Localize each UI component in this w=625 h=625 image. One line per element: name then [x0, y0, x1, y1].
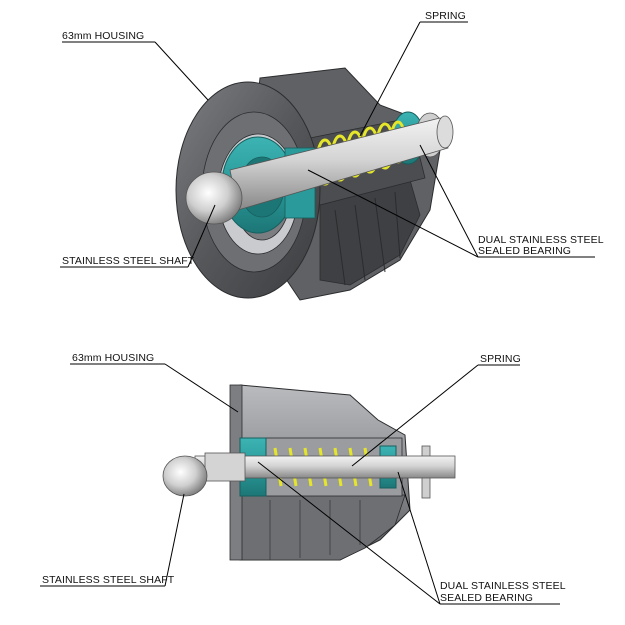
bottom-housing-label: 63mm HOUSING	[72, 352, 154, 364]
bottom-shaft	[162, 452, 456, 497]
bottom-bearing-label-line1: DUAL STAINLESS STEEL	[440, 580, 566, 592]
top-housing-label: 63mm HOUSING	[62, 30, 144, 42]
top-assembly	[175, 67, 454, 301]
top-shaft-label: STAINLESS STEEL SHAFT	[62, 255, 195, 267]
top-shaft	[185, 115, 454, 225]
bottom-bearing-label-line2: SEALED BEARING	[440, 592, 533, 604]
bottom-spring-label: SPRING	[480, 353, 521, 365]
bottom-shaft-label: STAINLESS STEEL SHAFT	[42, 574, 175, 586]
top-bearing-label-line2: SEALED BEARING	[478, 245, 571, 257]
bottom-assembly	[162, 384, 456, 561]
bottom-leader-lines	[40, 363, 560, 605]
top-leader-lines	[60, 21, 595, 268]
top-bearing-label-line1: DUAL STAINLESS STEEL	[478, 234, 604, 246]
top-spring-label: SPRING	[425, 10, 466, 22]
